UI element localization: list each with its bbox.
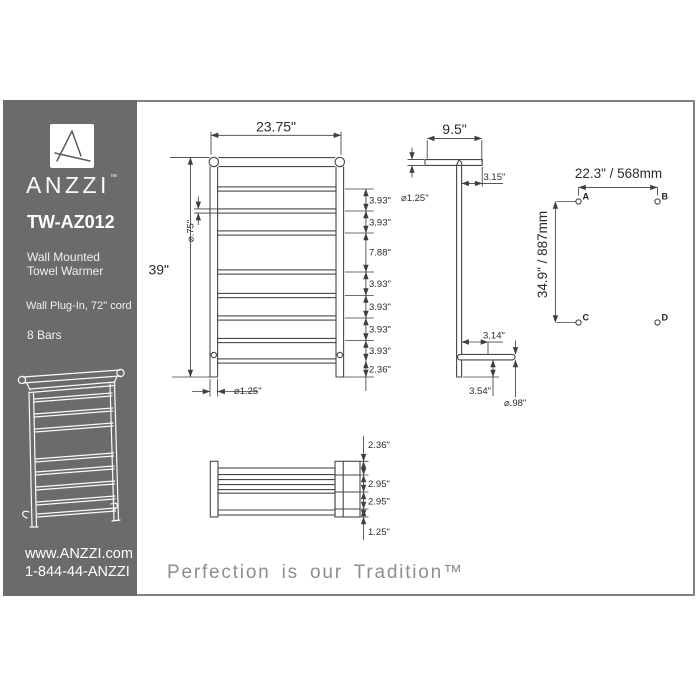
side-depth-label: 9.5" <box>442 121 466 137</box>
spacing-label-4: 3.93" <box>369 279 391 290</box>
technical-drawing: 23.75" 39" ⌀.75" 3.93" 3.93" 7.88" 3.9 <box>148 119 669 540</box>
brand-text: ANZZI <box>26 172 110 198</box>
anzzi-logo-icon <box>50 124 94 168</box>
spacing-label-8: 2.36" <box>369 365 391 376</box>
side-bottom-drop-label: 3.54" <box>469 386 491 397</box>
bottom-view-drawing <box>209 460 361 518</box>
bottom-dim-3: 2.95" <box>368 497 390 508</box>
bottom-dim-4: 1.25" <box>368 527 390 538</box>
power-spec: Wall Plug-In, 72" cord <box>26 300 132 312</box>
front-view-drawing <box>208 156 346 378</box>
mounting-diagram: 22.3" / 568mm 34.9" / 887mm A B C D <box>535 166 669 326</box>
anzzi-logo-mark-icon <box>54 130 91 162</box>
product-title-line1: Wall Mounted <box>27 250 100 264</box>
product-title: Wall Mounted Towel Warmer <box>27 250 103 278</box>
front-bar-diameter-label: ⌀.75" <box>186 220 197 242</box>
model-number: TW-AZ012 <box>27 212 115 232</box>
front-view-dimensions: 23.75" 39" ⌀.75" 3.93" 3.93" 7.88" 3.9 <box>148 119 390 398</box>
spacing-label-2: 3.93" <box>369 218 391 229</box>
mount-width-label: 22.3" / 568mm <box>575 166 662 181</box>
side-rail-diameter-label: ⌀1.25" <box>401 193 429 204</box>
mount-point-a-label: A <box>583 192 590 202</box>
front-post-diameter-label: ⌀1.25" <box>234 386 262 397</box>
bottom-dim-1: 2.36" <box>368 440 390 451</box>
bottom-view-dimensions: 2.36" 2.95" 2.95" 1.25" <box>360 436 390 540</box>
side-view-dimensions: 9.5" ⌀1.25" 3.15" 3.14" 3.54" ⌀.98" <box>401 121 526 409</box>
brand-trademark: ™ <box>109 174 117 181</box>
website-url: www.ANZZI.com <box>25 546 133 562</box>
front-height-label: 39" <box>148 262 169 278</box>
product-illustration <box>17 368 125 528</box>
brand-wordmark: ANZZI™ <box>26 172 117 199</box>
sidebar: ANZZI™ TW-AZ012 Wall Mounted Towel Warme… <box>3 100 137 596</box>
spacing-label-7: 3.93" <box>369 346 391 357</box>
phone-number: 1-844-44-ANZZI <box>25 564 130 580</box>
mount-point-b-label: B <box>662 192 669 202</box>
front-width-label: 23.75" <box>256 119 296 135</box>
side-view-drawing <box>424 158 516 378</box>
mount-point-c-label: C <box>583 313 590 323</box>
spacing-label-3: 7.88" <box>369 248 391 259</box>
product-title-line2: Towel Warmer <box>27 264 104 278</box>
spacing-label-6: 3.93" <box>369 325 391 336</box>
mount-point-d-label: D <box>662 313 669 323</box>
brand-tagline: Perfection is our Tradition™ <box>167 562 464 583</box>
spacing-label-1: 3.93" <box>369 196 391 207</box>
bottom-dim-2: 2.95" <box>368 479 390 490</box>
spacing-label-5: 3.93" <box>369 302 391 313</box>
side-bar-diameter-label: ⌀.98" <box>504 398 526 409</box>
bar-count: 8 Bars <box>27 328 62 342</box>
side-top-offset-label: 3.15" <box>484 172 506 183</box>
side-bottom-offset-label: 3.14" <box>483 331 505 342</box>
mount-height-label: 34.9" / 887mm <box>535 211 550 298</box>
